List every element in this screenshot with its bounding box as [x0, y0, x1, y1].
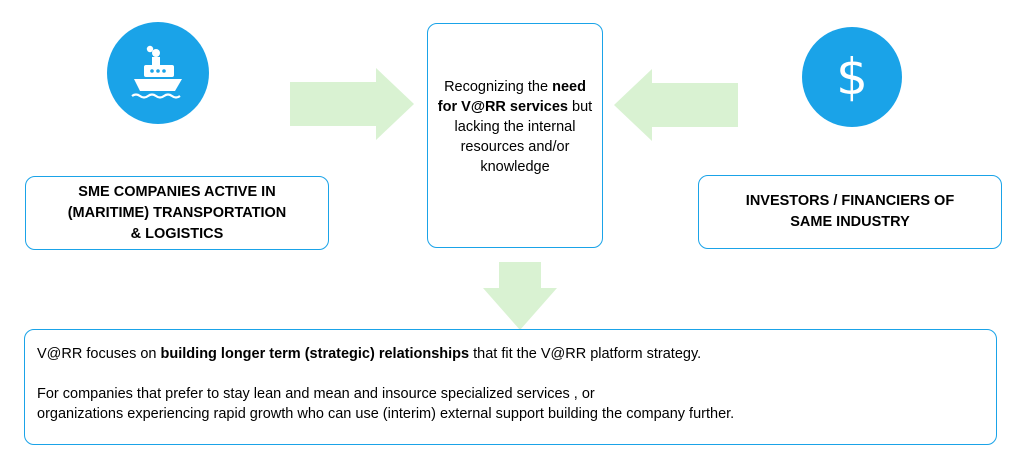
strategy-box: V@RR focuses on building longer term (st… [24, 329, 997, 445]
arrow-right [290, 68, 414, 140]
center-need-text: Recognizing the need for V@RR services b… [428, 77, 602, 177]
center-text-post: but lacking the internal resources and/o… [454, 99, 593, 175]
strategy-text: V@RR focuses on building longer term (st… [37, 344, 984, 424]
strategy-line-1-post: that fit the V@RR platform strategy. [473, 346, 702, 362]
ship-icon [131, 45, 182, 99]
strategy-line-3: organizations experiencing rapid growth … [37, 406, 735, 422]
sme-line-2: (MARITIME) TRANSPORTATION [67, 204, 287, 221]
sme-companies-box: SME COMPANIES ACTIVE IN (MARITIME) TRANS… [25, 176, 329, 250]
strategy-line-1-bold: building longer term (strategic) relatio… [160, 346, 470, 362]
arrow-down [483, 262, 557, 330]
investors-line-2: SAME INDUSTRY [790, 214, 910, 230]
sme-line-1: SME COMPANIES ACTIVE IN [78, 183, 276, 200]
sme-line-3: & LOGISTICS [130, 225, 224, 242]
ship-icon-circle [107, 22, 209, 124]
investors-box: INVESTORS / FINANCIERS OF SAME INDUSTRY [698, 175, 1002, 249]
arrow-left [614, 69, 738, 141]
strategy-line-1: V@RR focuses on building longer term (st… [37, 344, 984, 364]
center-text-pre: Recognizing the [444, 79, 549, 95]
dollar-icon: $ [836, 48, 868, 106]
strategy-line-1-pre: V@RR focuses on [37, 346, 157, 362]
center-text-bold: need for V@RR services [437, 79, 586, 115]
strategy-line-2: For companies that prefer to stay lean a… [37, 386, 595, 402]
dollar-icon-circle: $ [802, 27, 902, 127]
investors-line-1: INVESTORS / FINANCIERS OF [745, 193, 955, 209]
center-need-box: Recognizing the need for V@RR services b… [427, 23, 603, 248]
